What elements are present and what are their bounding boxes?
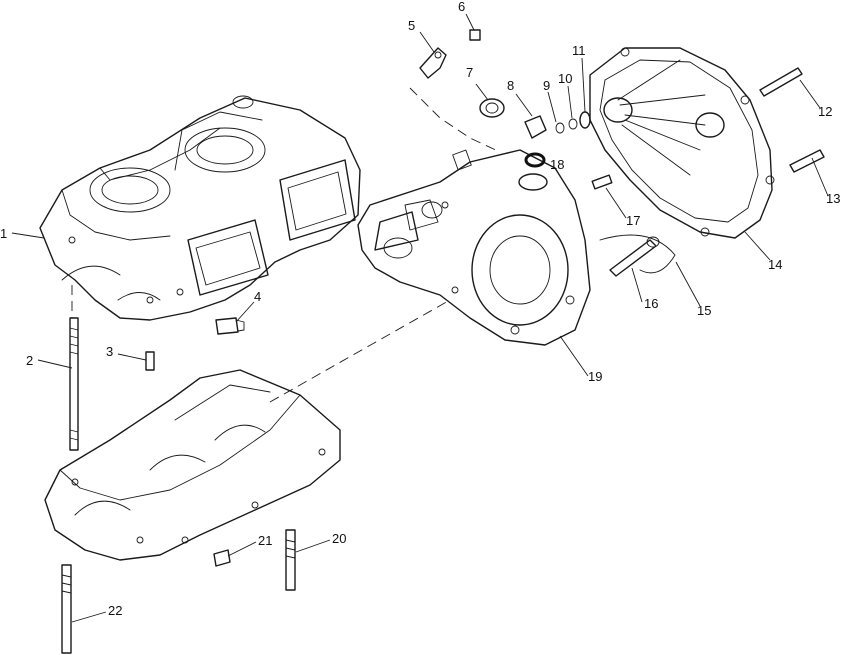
gear-case [357, 149, 591, 346]
callout-2: 2 [26, 353, 33, 368]
callout-17: 17 [626, 213, 640, 228]
small-parts [61, 29, 825, 654]
callout-7: 7 [466, 65, 473, 80]
callout-20: 20 [332, 531, 346, 546]
callout-labels: 1 2 3 4 5 6 7 8 9 10 11 12 13 14 15 16 1… [0, 0, 840, 618]
callout-18: 18 [550, 157, 564, 172]
callout-12: 12 [818, 104, 832, 119]
leader-lines [11, 13, 829, 623]
lower-crankcase [44, 369, 341, 561]
callout-3: 3 [106, 344, 113, 359]
callout-11: 11 [572, 43, 586, 58]
gear-cover [589, 47, 775, 239]
callout-5: 5 [408, 18, 415, 33]
callout-22: 22 [108, 603, 122, 618]
callout-4: 4 [254, 289, 261, 304]
callout-9: 9 [543, 78, 550, 93]
callout-14: 14 [768, 257, 782, 272]
callout-6: 6 [458, 0, 465, 14]
callout-10: 10 [558, 71, 572, 86]
callout-16: 16 [644, 296, 658, 311]
callout-19: 19 [588, 369, 602, 384]
callout-15: 15 [697, 303, 711, 318]
callout-8: 8 [507, 78, 514, 93]
alignment-lines [71, 87, 501, 403]
callout-1: 1 [0, 226, 7, 241]
callout-13: 13 [826, 191, 840, 206]
callout-21: 21 [258, 533, 272, 548]
upper-crankcase [39, 95, 361, 321]
